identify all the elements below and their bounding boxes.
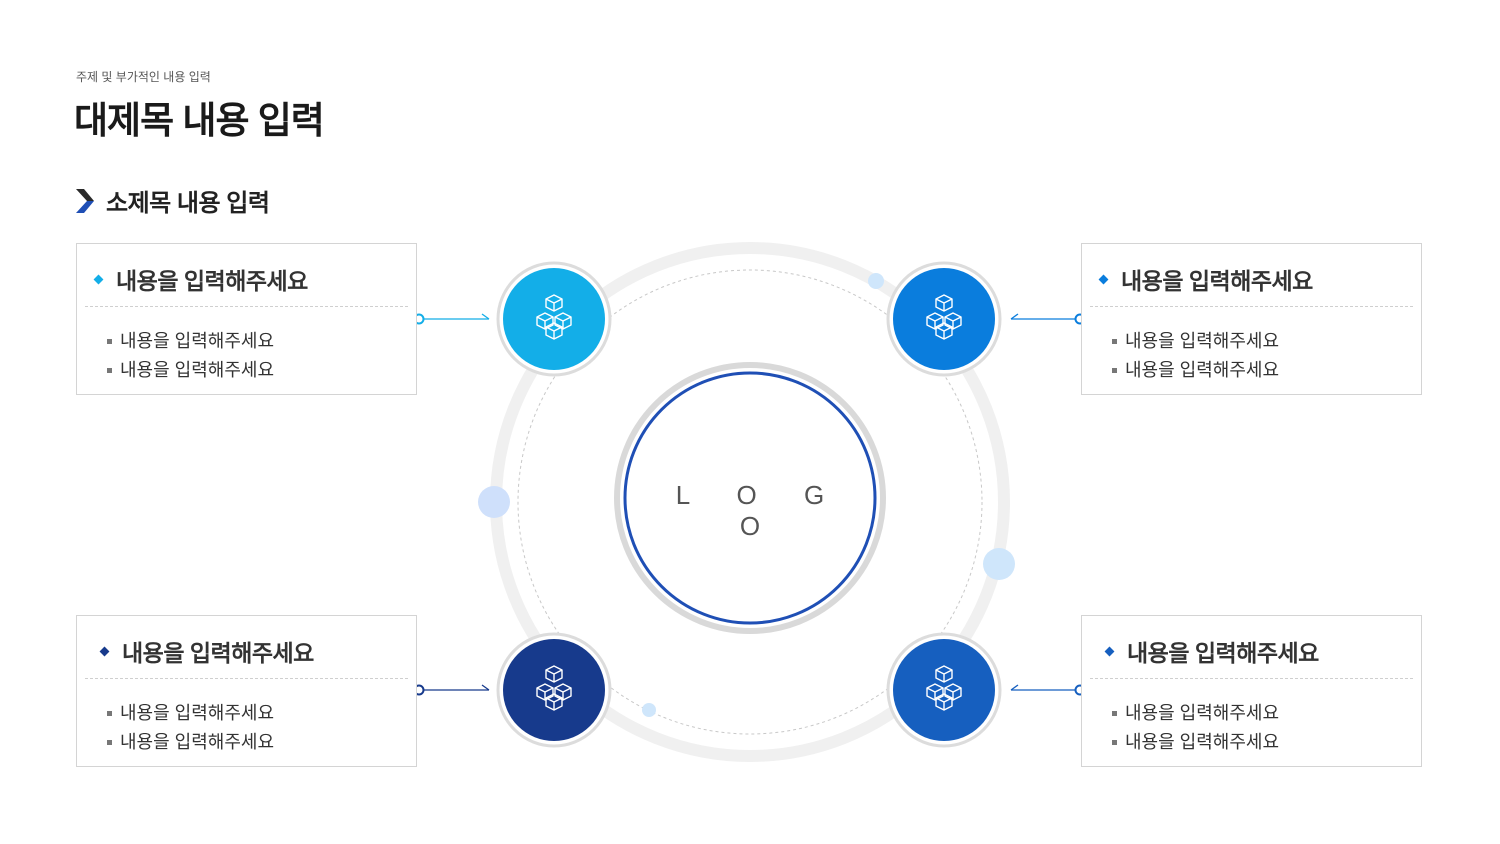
decor-dot — [868, 273, 884, 289]
node-bottom-right — [886, 632, 1002, 748]
list-item: 내용을 입력해주세요 — [107, 699, 274, 728]
list-item: 내용을 입력해주세요 — [1112, 356, 1279, 385]
card-bottom-left: 내용을 입력해주세요 내용을 입력해주세요 내용을 입력해주세요 — [76, 615, 417, 767]
card-title: 내용을 입력해주세요 — [1127, 640, 1319, 666]
card-top-right: 내용을 입력해주세요 내용을 입력해주세요 내용을 입력해주세요 — [1081, 243, 1422, 395]
list-item-text: 내용을 입력해주세요 — [1125, 331, 1280, 351]
decor-dot — [642, 703, 656, 717]
connector-bottom-right — [1010, 684, 1086, 696]
list-item-text: 내용을 입력해주세요 — [120, 360, 275, 380]
card-title: 내용을 입력해주세요 — [116, 268, 308, 294]
decor-dot — [983, 548, 1015, 580]
node-bottom-left — [496, 632, 612, 748]
list-item-text: 내용을 입력해주세요 — [1125, 732, 1280, 752]
divider — [1090, 306, 1413, 307]
node-top-left — [496, 261, 612, 377]
list-item: 내용을 입력해주세요 — [1112, 327, 1279, 356]
diamond-bullet-icon — [93, 274, 104, 284]
card-top-left: 내용을 입력해주세요 내용을 입력해주세요 내용을 입력해주세요 — [76, 243, 417, 395]
connector-top-left — [413, 313, 490, 325]
list-item: 내용을 입력해주세요 — [1112, 728, 1279, 757]
connector-bottom-left — [413, 684, 490, 696]
dashed-ring — [517, 269, 983, 735]
square-bullet-icon — [1112, 711, 1117, 716]
list-item-text: 내용을 입력해주세요 — [1125, 360, 1280, 380]
square-bullet-icon — [107, 711, 112, 716]
square-bullet-icon — [1112, 339, 1117, 344]
diamond-bullet-icon — [1104, 646, 1115, 656]
diamond-bullet-icon — [1098, 274, 1109, 284]
node-top-right — [886, 261, 1002, 377]
list-item: 내용을 입력해주세요 — [107, 327, 274, 356]
square-bullet-icon — [1112, 368, 1117, 373]
diamond-bullet-icon — [99, 646, 110, 656]
subtitle-row: 소제목 내용 입력 — [74, 183, 270, 218]
connector-top-right — [1010, 313, 1086, 325]
square-bullet-icon — [1112, 740, 1117, 745]
page-title: 대제목 내용 입력 — [74, 100, 325, 141]
square-bullet-icon — [107, 740, 112, 745]
list-item-text: 내용을 입력해주세요 — [120, 732, 275, 752]
list-item-text: 내용을 입력해주세요 — [1125, 703, 1280, 723]
divider — [1090, 678, 1413, 679]
list-item-text: 내용을 입력해주세요 — [120, 703, 275, 723]
logo-text: L O G O — [675, 480, 845, 541]
list-item-text: 내용을 입력해주세요 — [120, 331, 275, 351]
list-item: 내용을 입력해주세요 — [1112, 699, 1279, 728]
eyebrow-text: 주제 및 부가적인 내용 입력 — [76, 70, 211, 84]
square-bullet-icon — [107, 339, 112, 344]
square-bullet-icon — [107, 368, 112, 373]
decor-dot — [478, 486, 510, 518]
list-item: 내용을 입력해주세요 — [107, 356, 274, 385]
divider — [85, 678, 408, 679]
list-item: 내용을 입력해주세요 — [107, 728, 274, 757]
card-title: 내용을 입력해주세요 — [122, 640, 314, 666]
divider — [85, 306, 408, 307]
logo-circle — [623, 371, 877, 625]
card-title: 내용을 입력해주세요 — [1121, 268, 1313, 294]
chevron-right-icon — [76, 188, 94, 213]
card-bottom-right: 내용을 입력해주세요 내용을 입력해주세요 내용을 입력해주세요 — [1081, 615, 1422, 767]
section-subtitle: 소제목 내용 입력 — [106, 190, 270, 217]
